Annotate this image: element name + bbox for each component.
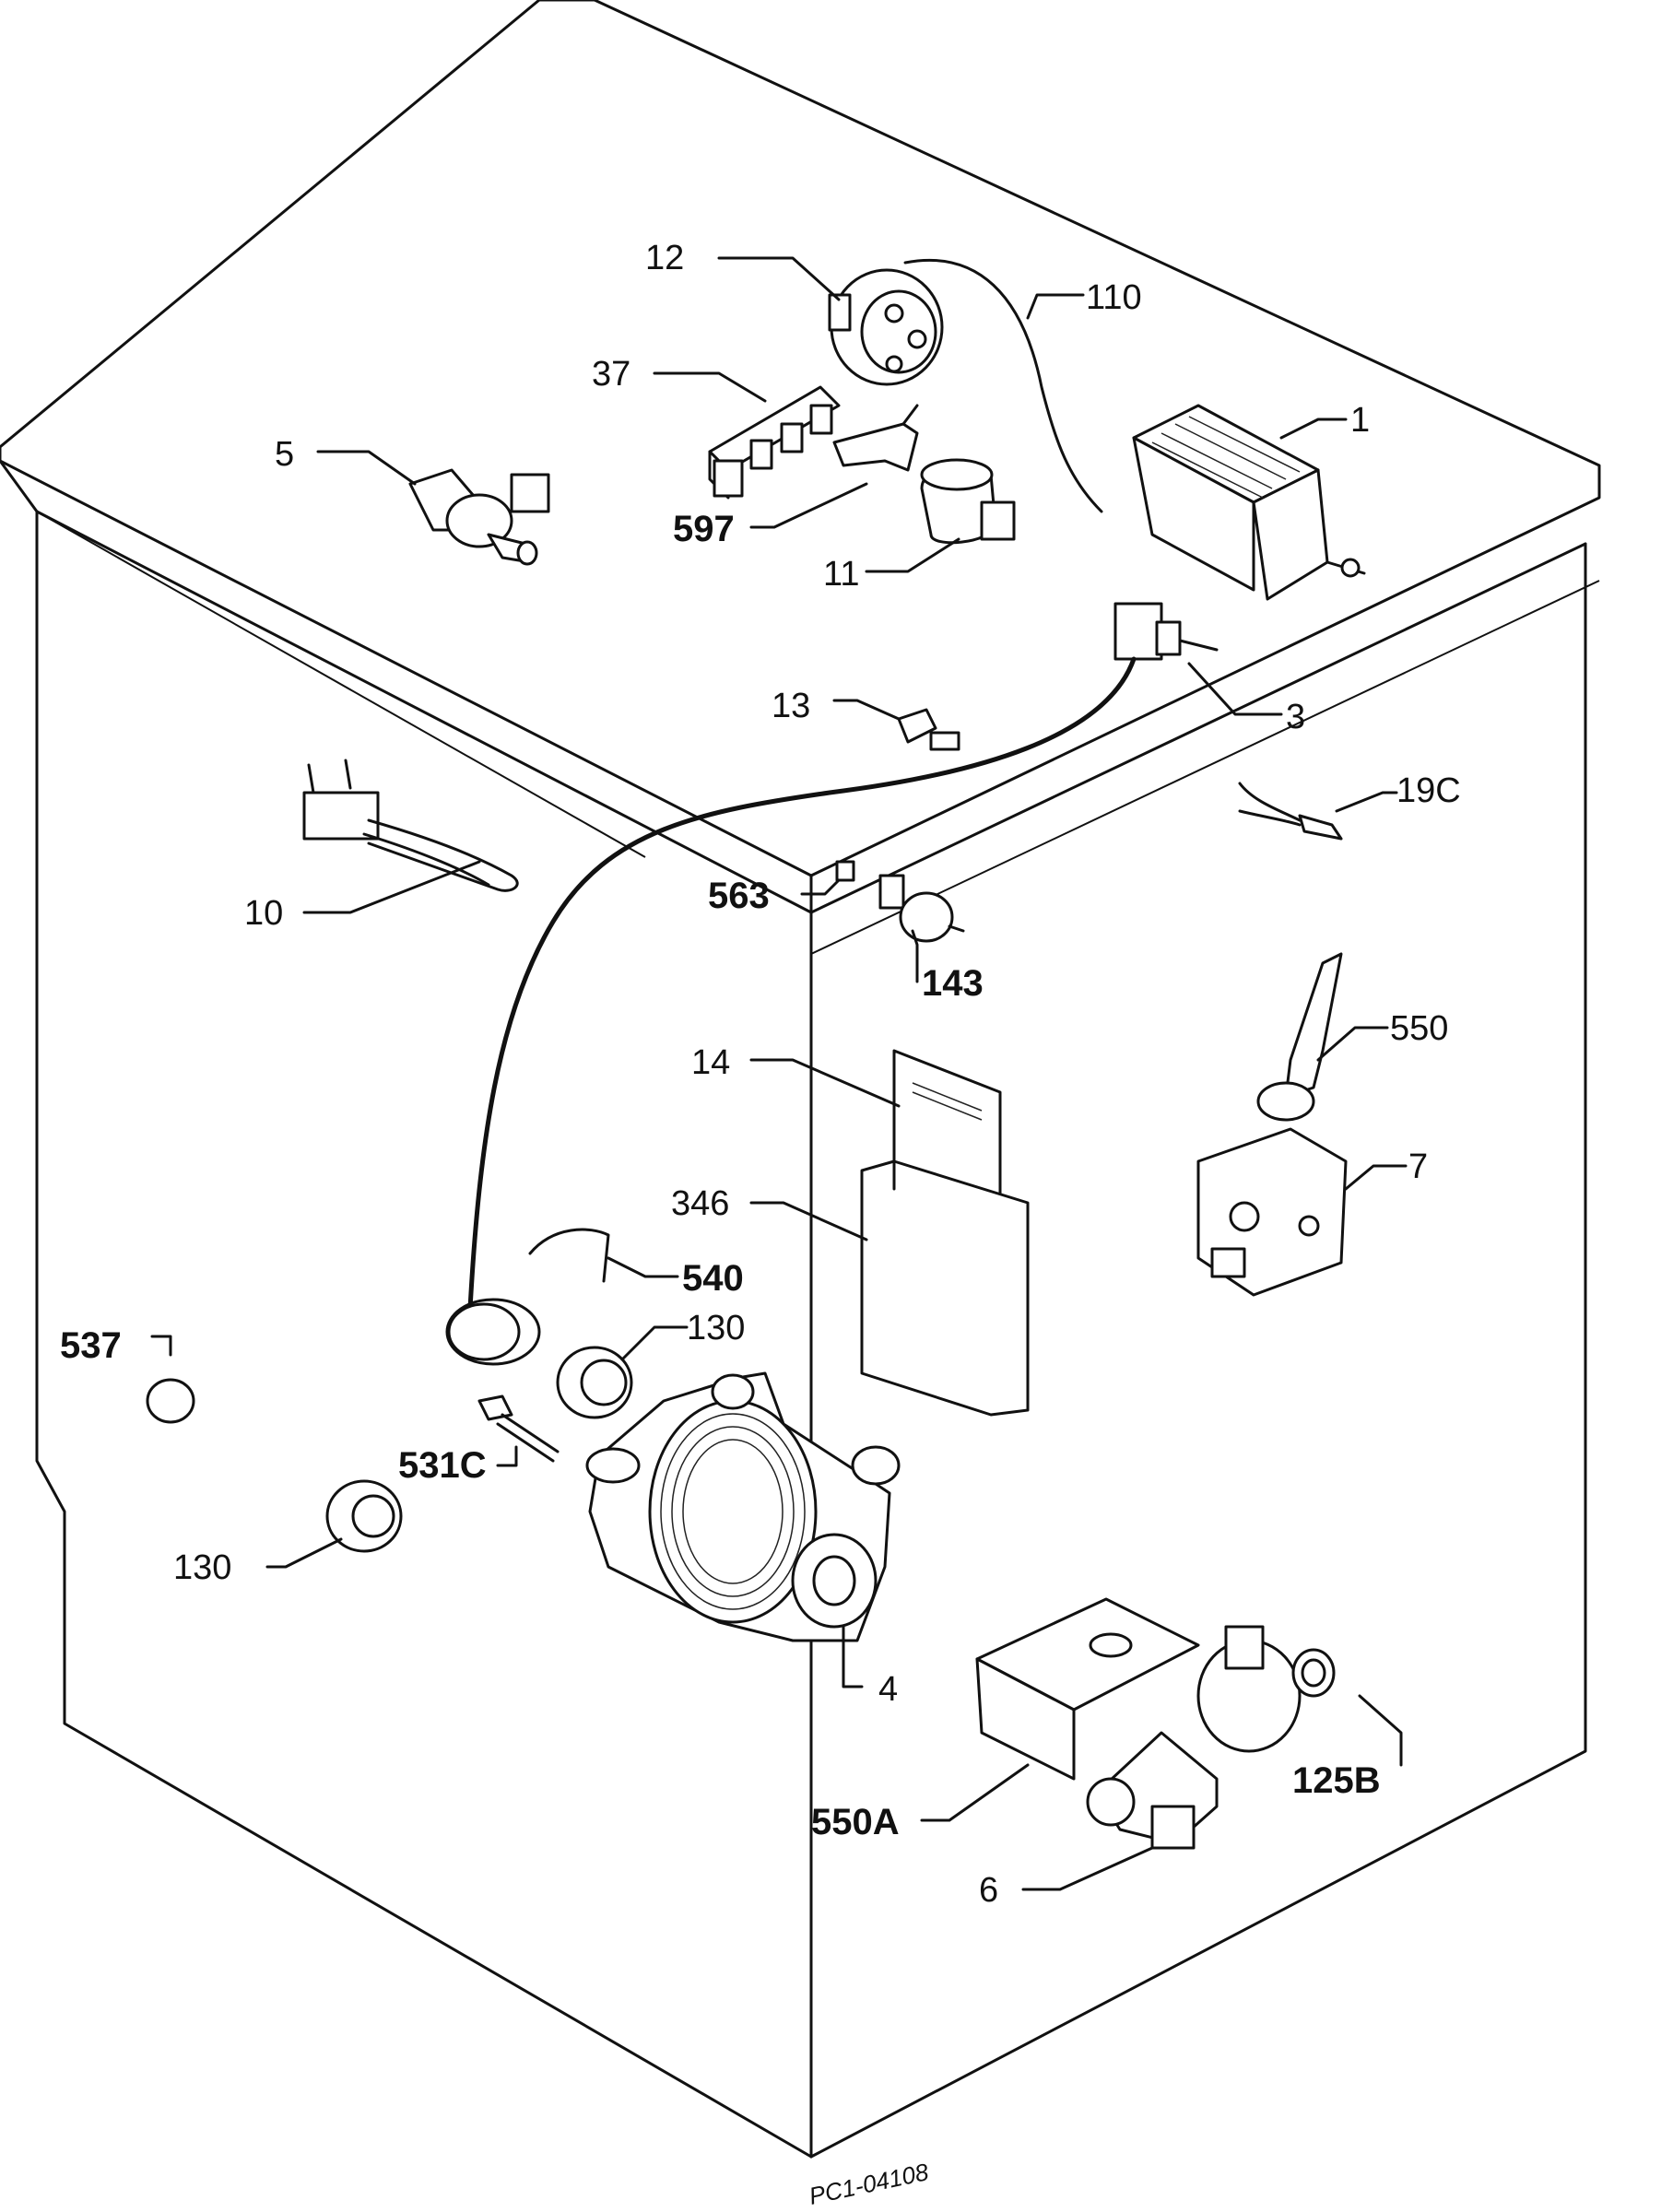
grommet-130-lower-part xyxy=(325,1479,403,1553)
grommet-537-part xyxy=(146,1378,195,1424)
hook-part xyxy=(528,1228,610,1283)
seal-ring-part xyxy=(1291,1648,1336,1698)
label-13: 13 xyxy=(772,687,810,725)
label-1: 1 xyxy=(1350,401,1370,440)
label-110: 110 xyxy=(1086,278,1142,317)
label-19C: 19C xyxy=(1396,771,1461,810)
heating-element-part xyxy=(302,759,519,892)
label-125B: 125B xyxy=(1292,1760,1381,1801)
label-346: 346 xyxy=(671,1184,729,1223)
label-5: 5 xyxy=(275,435,294,474)
cabinet-outline xyxy=(0,0,1601,2159)
timer-module-part xyxy=(1132,404,1366,601)
capacitor-part xyxy=(920,458,1016,545)
bolt-part xyxy=(477,1394,560,1463)
door-lock-part xyxy=(1196,1127,1348,1297)
dispenser-housing-part xyxy=(860,1159,1030,1417)
label-540: 540 xyxy=(682,1258,744,1299)
label-143: 143 xyxy=(922,963,984,1004)
thermostat-143-part xyxy=(878,874,965,943)
connector-strip-part xyxy=(708,385,841,500)
label-130-upper: 130 xyxy=(687,1309,745,1347)
label-550: 550 xyxy=(1390,1009,1448,1048)
label-531C: 531C xyxy=(398,1445,487,1486)
label-537: 537 xyxy=(60,1325,122,1366)
label-12: 12 xyxy=(645,239,684,277)
grommet-cable-end-part xyxy=(445,1298,541,1366)
inlet-valve-part xyxy=(408,468,550,566)
label-10: 10 xyxy=(244,894,283,933)
leader-lines xyxy=(150,256,1408,1891)
small-connector-part xyxy=(897,708,960,751)
label-37: 37 xyxy=(592,355,630,394)
label-4: 4 xyxy=(878,1670,898,1709)
grommet-130-upper-part xyxy=(556,1346,633,1419)
thermistor-part xyxy=(1238,782,1343,841)
bracket-part xyxy=(975,1597,1200,1781)
label-597: 597 xyxy=(673,509,735,549)
label-11: 11 xyxy=(823,555,859,594)
label-563: 563 xyxy=(708,876,770,916)
drawing-code: PC1-04108 xyxy=(807,2158,931,2210)
motor-part xyxy=(585,1371,901,1642)
switch-with-cable-part xyxy=(467,602,1219,1312)
clip-part xyxy=(832,404,919,472)
drain-pump-part xyxy=(1086,1625,1302,1850)
label-6: 6 xyxy=(979,1871,998,1910)
label-550A: 550A xyxy=(811,1802,900,1842)
part-labels: 12 110 37 5 1 597 11 3 13 19C 10 563 143… xyxy=(60,239,1461,1910)
pressure-switch-part xyxy=(828,258,1103,513)
label-7: 7 xyxy=(1408,1147,1428,1186)
label-14: 14 xyxy=(691,1043,730,1082)
label-3: 3 xyxy=(1286,698,1305,736)
label-130-lower: 130 xyxy=(173,1548,231,1587)
lever-part xyxy=(1256,952,1343,1122)
screw-563-part xyxy=(835,860,855,882)
